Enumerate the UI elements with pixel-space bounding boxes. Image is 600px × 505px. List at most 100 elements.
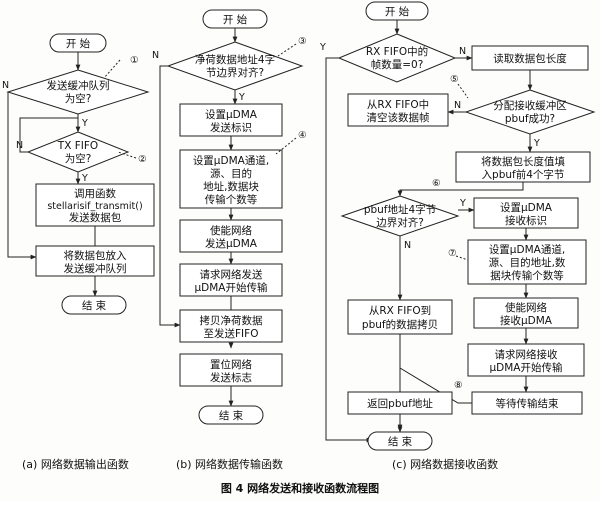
- flowchart-c: 开 始 RX FIFO中的 帧数量=0? Y N 读取数据包长度 分配接收缓冲区…: [319, 1, 596, 471]
- b-end-terminal: [198, 405, 264, 425]
- a-d1-line2: 为空?: [65, 92, 92, 105]
- a-d2-no: N: [16, 140, 23, 151]
- c-d1-yes: Y: [319, 42, 326, 53]
- b-marker-3: ③: [298, 36, 307, 47]
- a-d2-line2: 为空?: [65, 152, 92, 165]
- b-b6-line1: 置位网络: [210, 358, 252, 371]
- b-start-label: 开 始: [223, 13, 248, 26]
- c-r5-line1: 使能网络: [505, 301, 547, 314]
- c-l2-line1: 从RX FIFO到: [369, 305, 431, 317]
- a-queue-empty-decision: [6, 69, 150, 115]
- c-marker-5: ⑤: [450, 74, 459, 85]
- c-l2-line2: pbuf的数据拷贝: [362, 318, 438, 331]
- c-r6-line1: 请求网络接收: [495, 348, 558, 361]
- c-caption: (c) 网络数据接收函数: [392, 457, 498, 471]
- c-enable-rx-dma-box: [473, 297, 579, 329]
- b-b2-line3: 地址,数据块: [203, 180, 259, 193]
- c-d3-no: N: [404, 240, 411, 251]
- c-d2-yes: Y: [533, 138, 540, 149]
- a-d1-line1: 发送缓冲队列: [47, 79, 110, 92]
- a-d1-yes: Y: [81, 118, 88, 129]
- b-set-flag-box: [179, 353, 283, 387]
- a-caption: (a) 网络数据输出函数: [22, 457, 129, 471]
- c-d3-yes: Y: [459, 198, 466, 209]
- figure-caption: 图 4 网络发送和接收函数流程图: [221, 481, 379, 495]
- c-start-label: 开 始: [385, 5, 410, 18]
- c-r2-line2: 入pbuf前4个字节: [482, 168, 565, 181]
- b-b2-line2: 源、目的: [210, 167, 252, 180]
- c-l3-label: 返回pbuf地址: [367, 397, 433, 410]
- b-b4-line1: 请求网络发送: [200, 268, 263, 281]
- c-d3-line1: pbuf地址4字节: [364, 203, 436, 216]
- flowchart-b: 开 始 净荷数据地址4字 节边界对齐? ③ Y N 设置μDMA 发送标识 设置…: [152, 9, 307, 471]
- b-copy-payload-box: [179, 309, 283, 343]
- c-end-label: 结 束: [388, 435, 413, 448]
- b-d1-yes: Y: [238, 92, 245, 103]
- c-d3-line2: 边界对齐?: [376, 216, 424, 229]
- c-alloc-pbuf-decision: [464, 89, 596, 135]
- b-b5-line2: 至发送FIFO: [204, 327, 259, 340]
- c-r1-label: 读取数据包长度: [493, 52, 567, 65]
- b-b2-line1: 设置μDMA通道,: [193, 154, 269, 167]
- a-b1-line1: 调用函数: [74, 187, 116, 200]
- c-d1-line2: 帧数量=0?: [371, 58, 424, 71]
- c-marker-6: ⑥: [432, 178, 441, 189]
- c-r3-line2: 接收标识: [505, 214, 547, 227]
- a-end-label: 结 束: [82, 299, 107, 312]
- b-b4-line2: μDMA开始传输: [194, 281, 268, 294]
- c-clear-frame-box: [347, 93, 449, 127]
- a-marker-1: ①: [130, 55, 139, 66]
- c-d1-no: N: [459, 46, 466, 57]
- a-transmit-box: [35, 183, 155, 227]
- a-d2-yes: Y: [81, 173, 88, 184]
- b-caption: (b) 网络数据传输函数: [176, 457, 283, 471]
- c-r4-line3: 据块传输个数等: [490, 269, 564, 282]
- c-r3-line1: 设置μDMA: [500, 202, 553, 214]
- a-b1-line2: stellarisif_transmit(): [47, 201, 142, 212]
- a-b2-line1: 将数据包放入: [64, 249, 127, 262]
- a-d1-no: N: [2, 80, 9, 91]
- c-l1-line2: 清空该数据帧: [367, 111, 430, 124]
- c-r4-line2: 源、目的地址,数: [489, 256, 566, 269]
- c-pbuf-align-decision: [340, 195, 460, 237]
- c-r7-label: 等待传输结束: [496, 397, 559, 410]
- c-rxfifo-copy-box: [347, 299, 453, 335]
- a-b1-line3: 发送数据包: [69, 211, 122, 224]
- c-config-rx-dma-box: [467, 239, 587, 285]
- b-marker-4: ④: [298, 130, 307, 141]
- c-l1-line1: 从RX FIFO中: [367, 98, 429, 111]
- a-d2-line1: TX FIFO: [57, 140, 98, 152]
- b-d1-line2: 节边界对齐?: [206, 66, 264, 79]
- c-frame-count-decision: [337, 33, 457, 83]
- b-b3-line1: 使能网络: [210, 224, 252, 237]
- b-b3-line2: 发送μDMA: [205, 237, 258, 250]
- c-fill-length-box: [455, 151, 591, 183]
- b-b1-line2: 发送标识: [210, 121, 252, 134]
- a-enqueue-box: [35, 245, 155, 277]
- c-marker-8: ⑧: [454, 380, 463, 391]
- b-d1-no: N: [152, 50, 159, 61]
- b-align-decision: [166, 41, 304, 91]
- b-end-label: 结 束: [219, 409, 244, 422]
- b-b5-line1: 拷贝净荷数据: [200, 314, 263, 327]
- c-r4-line1: 设置μDMA通道,: [489, 243, 565, 256]
- c-d2-line1: 分配接收缓冲区: [493, 99, 567, 112]
- a-end-terminal: [61, 295, 127, 315]
- b-set-dma-flag-box: [179, 103, 283, 137]
- a-start-label: 开 始: [66, 37, 91, 50]
- c-r6-line2: μDMA开始传输: [489, 361, 563, 374]
- a-marker-2: ②: [138, 154, 147, 165]
- b-b1-line1: 设置μDMA: [205, 109, 258, 121]
- c-d2-no: N: [454, 100, 461, 111]
- b-b6-line2: 发送标志: [210, 371, 252, 384]
- flowchart-a: 开 始 发送缓冲队列 为空? ① Y N TX FIFO 为空? ② Y N 调…: [2, 33, 155, 471]
- c-set-rx-flag-box: [473, 197, 579, 229]
- b-b2-line4: 传输个数等: [205, 193, 258, 206]
- c-r2-line1: 将数据包长度值填: [481, 155, 565, 168]
- b-enable-dma-box: [179, 219, 283, 253]
- c-d1-line1: RX FIFO中的: [366, 45, 428, 58]
- b-config-dma-box: [179, 149, 283, 209]
- a-txfifo-empty-decision: [26, 131, 130, 173]
- c-r5-line2: 接收μDMA: [500, 314, 553, 327]
